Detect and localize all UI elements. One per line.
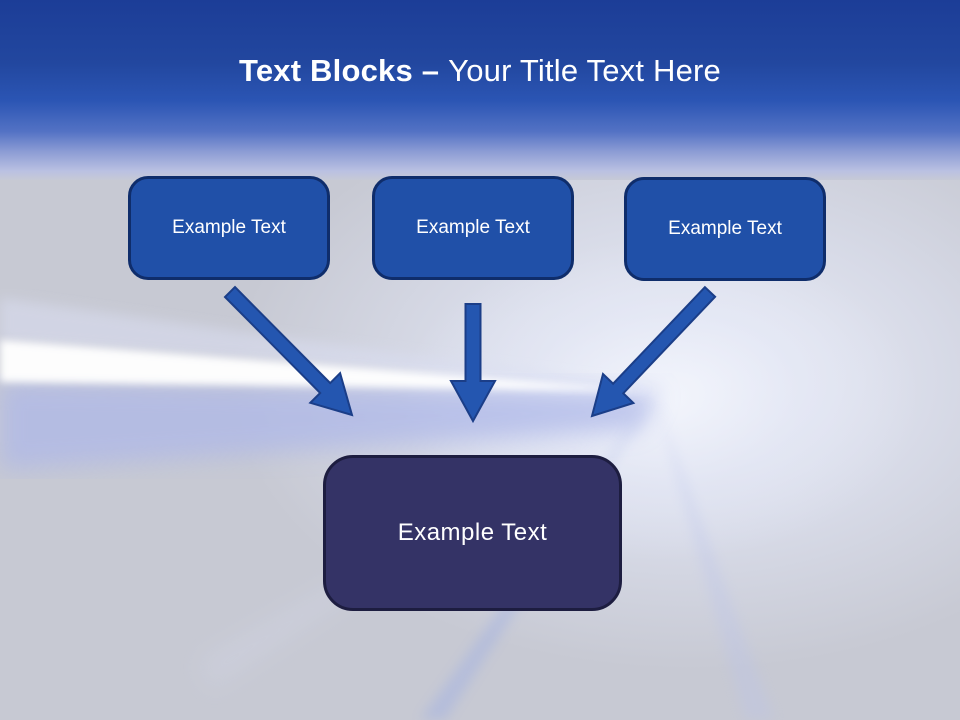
text-block-2[interactable]: Example Text: [372, 176, 574, 280]
result-text-block-label: Example Text: [397, 519, 548, 546]
header-gradient-band: Text Blocks –Your Title Text Here: [0, 0, 960, 180]
text-block-3-label: Example Text: [668, 218, 782, 239]
slide-title-regular: Your Title Text Here: [448, 53, 721, 88]
slide-title: Text Blocks –Your Title Text Here: [0, 54, 960, 88]
slide-title-bold: Text Blocks –: [239, 53, 440, 88]
text-block-3[interactable]: Example Text: [624, 177, 826, 281]
text-block-1-label: Example Text: [172, 217, 286, 238]
text-block-1[interactable]: Example Text: [128, 176, 330, 280]
text-block-2-label: Example Text: [416, 217, 530, 238]
result-text-block[interactable]: Example Text: [323, 455, 622, 611]
